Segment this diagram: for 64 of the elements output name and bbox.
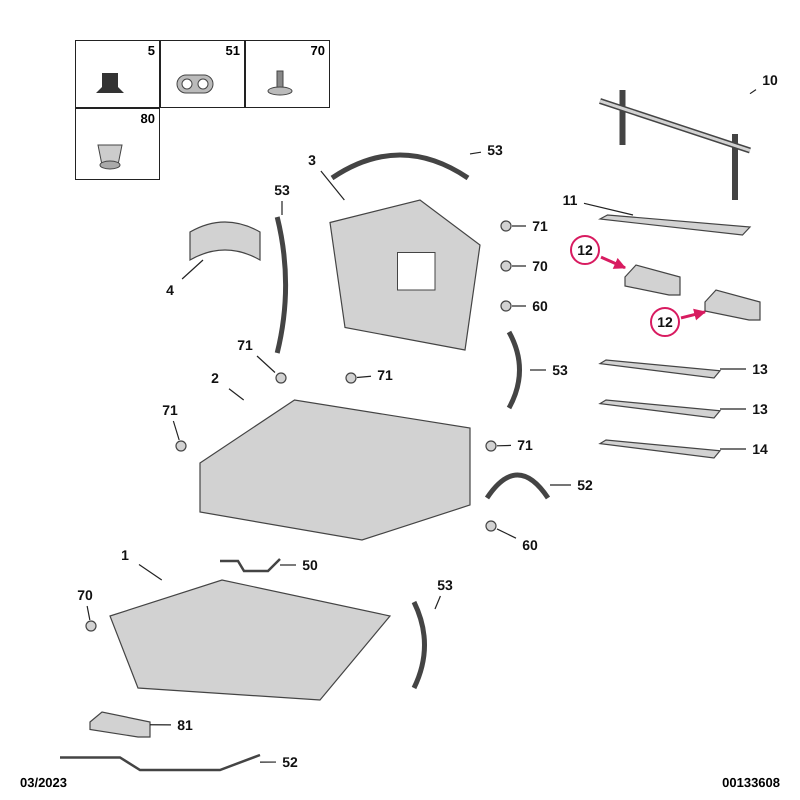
leader-line (750, 89, 756, 94)
clip-drawing (275, 372, 287, 384)
leader-line (256, 356, 276, 373)
bracket-drawing (90, 712, 150, 737)
leader-line (172, 420, 180, 440)
callout-number: 51 (226, 43, 240, 58)
seal-strip-drawing (330, 150, 470, 180)
clip-drawing (485, 440, 497, 452)
floor-panel-drawing (110, 580, 390, 700)
leader-line (150, 724, 171, 726)
leader-line (530, 369, 546, 371)
rod-drawing (600, 400, 720, 418)
seal-strip-drawing (485, 470, 550, 500)
leader-line (228, 388, 244, 400)
callout-number: 12 (570, 235, 600, 265)
clip-drawing (345, 372, 357, 384)
inset-cell (245, 40, 330, 108)
rod-drawing (600, 440, 720, 458)
leader-line (356, 376, 372, 378)
leader-line (281, 201, 283, 215)
bracket-drawing (625, 265, 680, 295)
callout-number: 70 (310, 43, 325, 58)
frame-drawing (600, 90, 750, 200)
leader-line (512, 305, 526, 307)
leader-line (720, 408, 746, 410)
clip-drawing (500, 260, 512, 272)
leader-line (182, 260, 204, 280)
inset-cell (75, 108, 160, 180)
clip-drawing (500, 220, 512, 232)
leader-line (512, 225, 526, 227)
clip-drawing (85, 620, 97, 632)
bracket-drawing (705, 290, 760, 320)
arrow (680, 308, 706, 320)
rod-drawing (600, 360, 720, 378)
leader-line (86, 606, 90, 620)
callout-number: 80 (140, 111, 155, 126)
leader-line (280, 564, 296, 566)
leader-line (138, 564, 162, 580)
rod-drawing (600, 215, 750, 235)
panel-drawing (330, 200, 480, 350)
cover-drawing (190, 220, 260, 260)
leader-line (320, 170, 345, 200)
date-label: 03/2023 (20, 775, 67, 790)
clip-drawing (500, 300, 512, 312)
inset-cell (75, 40, 160, 108)
leader-line (434, 596, 441, 610)
leader-line (550, 484, 571, 486)
inset-cell (160, 40, 245, 108)
leader-line (584, 202, 634, 216)
leader-line (720, 368, 746, 370)
leader-line (470, 152, 482, 155)
clip-drawing (485, 520, 497, 532)
cable-drawing (220, 555, 280, 575)
callout-number: 12 (650, 307, 680, 337)
clip-drawing (175, 440, 187, 452)
tray-drawing (200, 400, 470, 540)
callout-number: 5 (148, 43, 155, 58)
leader-line (720, 448, 746, 450)
arrow (600, 256, 626, 270)
leader-line (496, 528, 516, 539)
leader-line (496, 444, 512, 446)
leader-line (260, 761, 276, 763)
leader-line (512, 265, 526, 267)
reference-number: 00133608 (722, 775, 780, 790)
